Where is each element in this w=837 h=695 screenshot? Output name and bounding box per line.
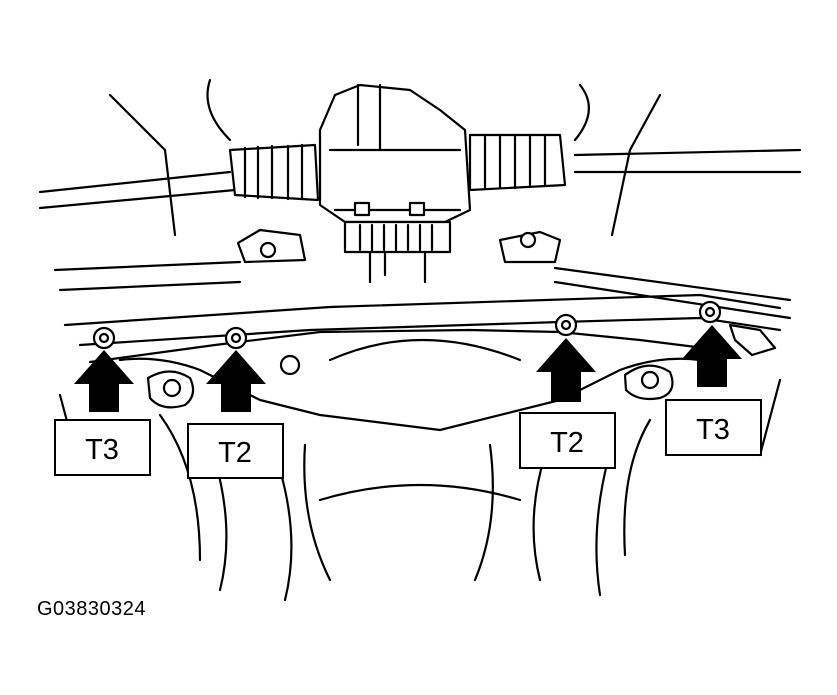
arrow-right-inner (536, 338, 596, 402)
callout-text-right-inner: T2 (550, 427, 584, 459)
drivetrain-illustration (38, 78, 802, 602)
callout-text-right-outer: T3 (696, 414, 730, 446)
figure-id: G03830324 (37, 598, 147, 620)
callout-label-right-inner: T2 (519, 412, 616, 469)
callout-label-left-inner: T2 (187, 423, 284, 479)
arrow-right-outer (682, 325, 742, 387)
arrow-left-outer (74, 350, 134, 412)
callout-arrows (74, 325, 742, 412)
callout-text-left-outer: T3 (85, 434, 119, 466)
callout-text-left-inner: T2 (218, 437, 252, 469)
callout-label-left-outer: T3 (54, 419, 151, 476)
arrow-left-inner (206, 350, 266, 412)
callout-label-right-outer: T3 (665, 399, 762, 456)
